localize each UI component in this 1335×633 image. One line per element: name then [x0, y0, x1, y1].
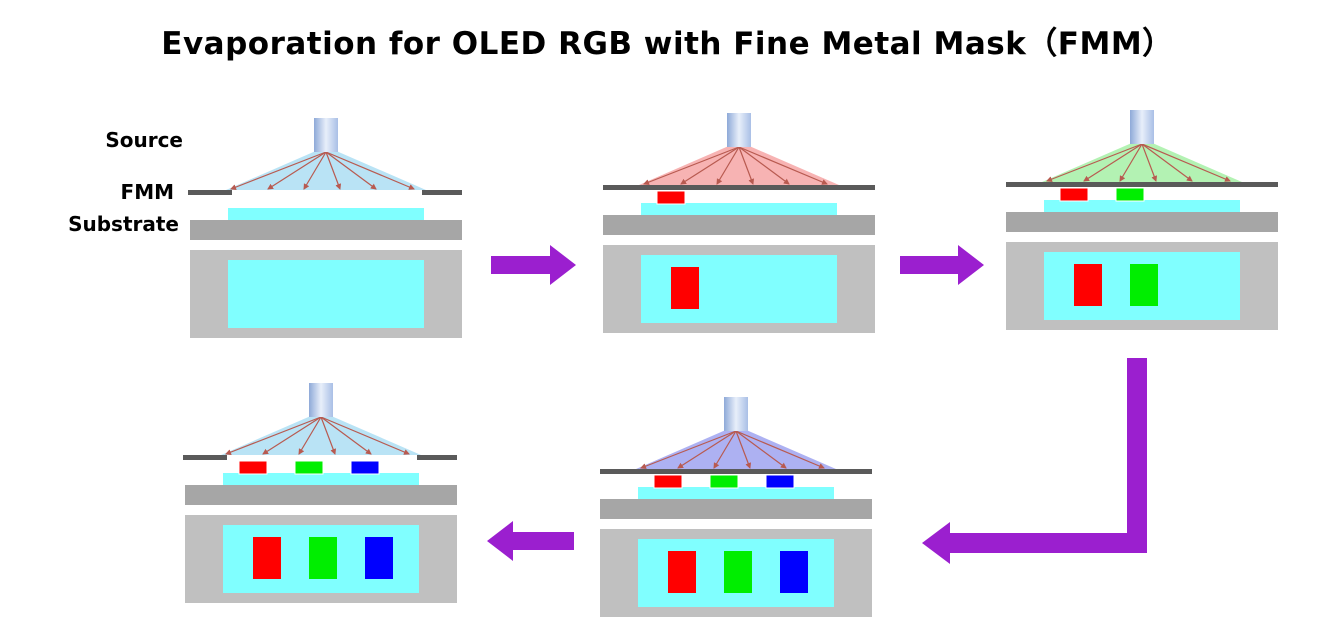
flow-arrow-step-1-to-2 [491, 245, 576, 285]
vapor-ray [735, 430, 787, 469]
fine-metal-mask-right [417, 455, 457, 460]
vapor-ray [1141, 143, 1231, 182]
substrate-stage [600, 499, 872, 519]
panel-step-1 [188, 118, 462, 338]
substrate-glass [228, 208, 424, 220]
diagram-title: Evaporation for OLED RGB with Fine Metal… [161, 26, 1174, 62]
pixel-red-top [668, 551, 696, 593]
vapor-ray [325, 151, 415, 190]
substrate-stage [603, 215, 875, 235]
vapor-ray [1141, 143, 1193, 182]
top-view-substrate [228, 260, 424, 328]
fine-metal-mask [603, 185, 875, 190]
substrate-glass [1044, 200, 1240, 212]
flow-arrow-step-4-to-5 [487, 521, 574, 561]
vapor-ray [320, 416, 337, 455]
pixel-green-top [724, 551, 752, 593]
vapor-ray [713, 430, 737, 469]
vapor-ray [325, 151, 377, 190]
flow-arrow-step-2-to-3 [900, 245, 984, 285]
vapor-ray [298, 416, 322, 455]
vapor-ray [738, 146, 828, 185]
pixel-blue-top [780, 551, 808, 593]
substrate-stage [190, 220, 462, 240]
vapor-ray [677, 430, 737, 469]
vapor-ray [230, 151, 327, 190]
panel-step-4 [600, 397, 872, 617]
vapor-rays [225, 416, 410, 455]
pixel-red-top [671, 267, 699, 309]
vapor-ray [640, 430, 737, 469]
vapor-ray [225, 416, 322, 455]
panel-step-5 [183, 383, 457, 603]
substrate-glass [638, 487, 834, 499]
pixel-green-top [1130, 264, 1158, 306]
evaporation-source [724, 397, 748, 431]
fine-metal-mask-left [188, 190, 232, 195]
pixel-red-top [1074, 264, 1102, 306]
substrate-glass [641, 203, 837, 215]
vapor-rays [643, 146, 828, 185]
fine-metal-mask-left [183, 455, 227, 460]
pixel-red-side [1059, 187, 1089, 202]
vapor-plume [226, 150, 426, 190]
evaporation-source [727, 113, 751, 147]
flow-arrow-step-3-to-4 [922, 358, 1147, 564]
label-substrate: Substrate [68, 212, 179, 236]
evaporation-source [314, 118, 338, 152]
pixel-green-side [709, 474, 739, 489]
substrate-glass [223, 473, 419, 485]
pixel-green-top [309, 537, 337, 579]
vapor-ray [303, 151, 327, 190]
vapor-ray [1046, 143, 1143, 182]
vapor-ray [716, 146, 740, 185]
vapor-ray [325, 151, 342, 190]
vapor-ray [680, 146, 740, 185]
fine-metal-mask [1006, 182, 1278, 187]
vapor-ray [643, 146, 740, 185]
vapor-rays [230, 151, 415, 190]
fine-metal-mask [600, 469, 872, 474]
evaporation-source [309, 383, 333, 417]
vapor-ray [738, 146, 790, 185]
pixel-red-side [238, 460, 268, 475]
vapor-plume [221, 415, 421, 455]
vapor-plume [1042, 142, 1242, 182]
pixel-green-side [1115, 187, 1145, 202]
label-fmm: FMM [120, 180, 174, 204]
vapor-ray [267, 151, 327, 190]
pixel-blue-side [350, 460, 380, 475]
label-source: Source [105, 128, 183, 152]
vapor-ray [320, 416, 410, 455]
vapor-ray [1083, 143, 1143, 182]
vapor-ray [735, 430, 825, 469]
substrate-stage [1006, 212, 1278, 232]
vapor-plume [636, 429, 836, 469]
substrate-stage [185, 485, 457, 505]
vapor-ray [262, 416, 322, 455]
pixel-red-side [656, 190, 686, 205]
vapor-ray [738, 146, 755, 185]
panel-step-3 [1006, 110, 1278, 330]
fine-metal-mask-right [422, 190, 462, 195]
vapor-plume [639, 145, 839, 185]
vapor-ray [735, 430, 752, 469]
pixel-red-top [253, 537, 281, 579]
vapor-ray [320, 416, 372, 455]
panel-step-2 [603, 113, 875, 333]
pixel-blue-side [765, 474, 795, 489]
vapor-ray [1141, 143, 1158, 182]
pixel-blue-top [365, 537, 393, 579]
pixel-red-side [653, 474, 683, 489]
top-view-substrate [641, 255, 837, 323]
pixel-green-side [294, 460, 324, 475]
evaporation-source [1130, 110, 1154, 144]
vapor-rays [640, 430, 825, 469]
vapor-rays [1046, 143, 1231, 182]
vapor-ray [1119, 143, 1143, 182]
